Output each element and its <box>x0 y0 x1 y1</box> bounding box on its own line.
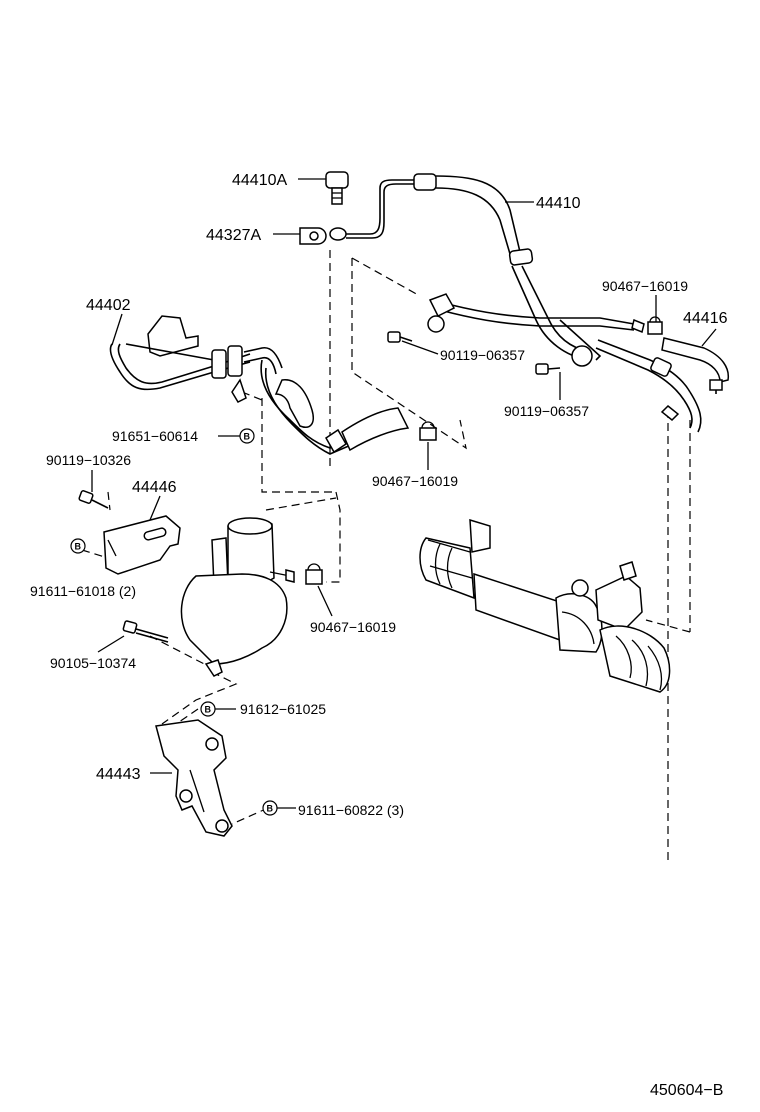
return-tube-44416 <box>427 293 730 394</box>
label-91612-61025: 91612−61025 <box>240 701 326 717</box>
label-90119-10326: 90119−10326 <box>46 452 131 468</box>
bolt-90105-10374 <box>122 620 169 643</box>
washer-91611-61018: B <box>70 538 86 554</box>
bracket-44446 <box>103 515 181 575</box>
dashed-guides <box>81 250 691 860</box>
label-44410A: 44410A <box>232 172 287 189</box>
clamp-top <box>647 316 663 335</box>
pressure-tube-44402 <box>109 315 410 455</box>
gasket-44327A <box>299 227 327 245</box>
svg-text:B: B <box>267 804 274 814</box>
label-90467-16019-top: 90467−16019 <box>602 278 688 294</box>
svg-text:B: B <box>244 432 251 442</box>
diagram-code: 450604−B <box>650 1082 723 1099</box>
clamp-low <box>305 563 323 585</box>
label-91611-60822: 91611−60822 (3) <box>298 802 404 818</box>
clamp-mid <box>419 421 437 441</box>
label-90467-16019-mid: 90467−16019 <box>372 473 458 489</box>
label-44402: 44402 <box>86 297 131 314</box>
washer-91651-60614: B <box>239 428 255 444</box>
label-44446: 44446 <box>132 479 177 496</box>
label-91611-61018: 91611−61018 (2) <box>30 583 136 599</box>
bolt-90119-10326 <box>78 490 109 509</box>
label-44327A: 44327A <box>206 227 261 244</box>
washer-91611-60822: B <box>262 800 278 816</box>
label-90105-10374: 90105−10374 <box>50 655 136 671</box>
label-90119-06357-a: 90119−06357 <box>440 347 525 363</box>
label-90119-06357-b: 90119−06357 <box>504 403 589 419</box>
label-91651-60614: 91651−60614 <box>112 428 198 444</box>
pressure-hose-44410 <box>329 173 702 433</box>
bolt-90119-06357-a <box>387 331 413 343</box>
washer-91612-61025: B <box>200 701 216 717</box>
steering-gear-housing <box>419 518 671 693</box>
label-90467-16019-low: 90467−16019 <box>310 619 396 635</box>
label-44443: 44443 <box>96 766 141 783</box>
label-44416: 44416 <box>683 310 728 327</box>
leader-lines <box>91 178 717 809</box>
label-44410: 44410 <box>536 195 581 212</box>
vane-pump <box>180 517 295 677</box>
bolt-90119-06357-b <box>535 363 561 375</box>
svg-text:B: B <box>75 542 82 552</box>
union-bolt-44410A <box>325 171 349 205</box>
bracket-44443 <box>155 719 233 837</box>
svg-text:B: B <box>205 705 212 715</box>
